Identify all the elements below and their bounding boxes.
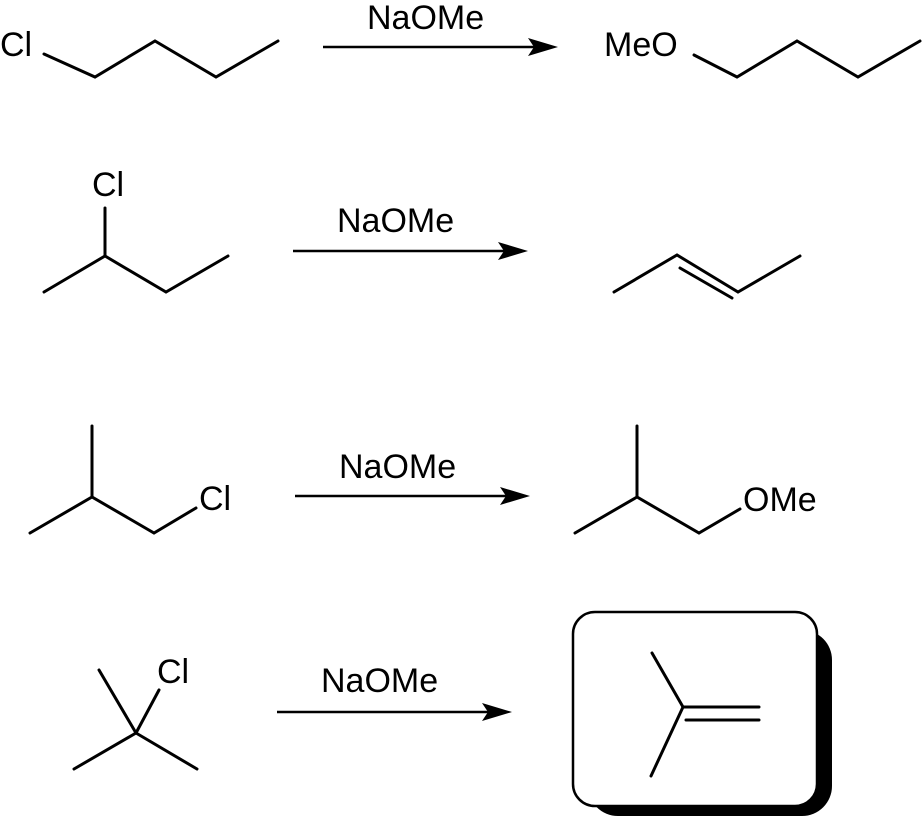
product-3-isobutyl-methyl-ether: OMe (573, 424, 817, 535)
product-4-box-frame (571, 610, 819, 808)
product-1-butyl-methyl-ether: MeO (604, 26, 922, 79)
reactant-1-skeleton (42, 39, 280, 79)
reaction-4: Cl NaOMe (72, 610, 832, 816)
product-2-2-butene (612, 253, 802, 300)
reaction-2: Cl NaOMe (42, 166, 802, 300)
arrow-3-head (500, 487, 530, 505)
product-1-meo-label: MeO (604, 26, 678, 64)
product-4-bond-upper (650, 651, 685, 709)
reactant-4-bond-upper-left (97, 668, 138, 735)
reactant-1-cl-label: Cl (0, 26, 32, 64)
reaction-3: Cl NaOMe OMe (28, 424, 817, 535)
reactant-4-bond-left-down (72, 731, 138, 771)
product-3-ome-label: OMe (743, 481, 817, 519)
product-2-double-bond (678, 266, 734, 300)
reactant-4-bond-right-down (134, 731, 199, 771)
reactant-3-1-chloro-2-methylpropane: Cl (28, 424, 231, 535)
arrow-2: NaOMe (293, 202, 528, 260)
arrow-2-head (498, 242, 528, 260)
arrow-4: NaOMe (277, 662, 512, 721)
product-4-isobutylene (649, 651, 761, 778)
reactant-2-skeleton (42, 254, 230, 294)
product-1-skeleton (692, 39, 922, 79)
arrow-3: NaOMe (295, 448, 530, 505)
product-4-box (571, 610, 832, 816)
arrow-3-reagent-label: NaOMe (339, 448, 456, 486)
product-2-skeleton (612, 253, 802, 294)
arrow-4-head (482, 703, 512, 721)
arrow-2-reagent-label: NaOMe (337, 202, 454, 240)
reactant-2-cl-label: Cl (92, 166, 124, 204)
arrow-1-reagent-label: NaOMe (367, 0, 484, 37)
reactant-3-cl-label: Cl (199, 480, 231, 518)
reactant-2-2-chlorobutane: Cl (42, 166, 230, 294)
reaction-1: Cl NaOMe MeO (0, 0, 922, 79)
arrow-4-reagent-label: NaOMe (321, 662, 438, 700)
reactant-4-c-cl-bond (134, 688, 161, 735)
reactant-4-tert-butyl-chloride: Cl (72, 653, 199, 771)
reactant-3-skeleton (28, 495, 198, 535)
reactant-4-cl-label: Cl (157, 653, 189, 691)
arrow-1: NaOMe (323, 0, 558, 56)
arrow-1-head (528, 38, 558, 56)
product-4-bond-lower (649, 705, 685, 778)
product-3-skeleton (573, 495, 742, 535)
reactant-1-1-chlorobutane: Cl (0, 26, 280, 79)
